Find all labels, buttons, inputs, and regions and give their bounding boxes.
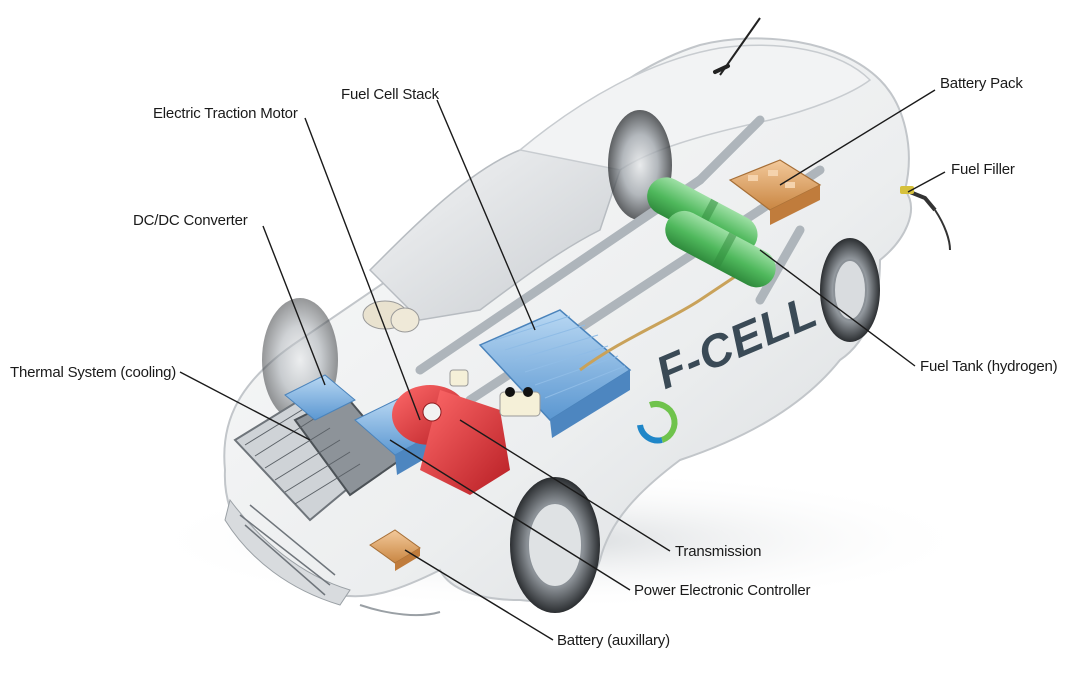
aux-battery xyxy=(369,529,421,571)
fuel-filler-nozzle xyxy=(900,186,951,251)
label-transmission: Transmission xyxy=(675,543,762,560)
label-electric-traction-motor: Electric Traction Motor xyxy=(153,105,298,122)
antenna-base xyxy=(713,64,730,74)
label-battery-auxiliary: Battery (auxillary) xyxy=(557,632,670,649)
label-battery-pack: Battery Pack xyxy=(940,75,1023,92)
label-thermal-system: Thermal System (cooling) xyxy=(10,364,177,381)
label-fuel-cell-stack: Fuel Cell Stack xyxy=(341,86,439,103)
leader-lines xyxy=(179,89,946,641)
hydrogen-tanks xyxy=(647,177,776,288)
roof xyxy=(518,44,872,171)
label-fuel-tank: Fuel Tank (hydrogen) xyxy=(920,358,1058,375)
hydrogen-line xyxy=(579,258,761,372)
label-fuel-filler: Fuel Filler xyxy=(951,161,1015,178)
front-grille xyxy=(224,498,441,617)
rear-right-rim xyxy=(833,259,867,321)
f-cell-badge-ring xyxy=(637,401,678,444)
front-right-rim xyxy=(527,502,583,588)
engine-bay-parts xyxy=(362,300,541,417)
label-dc-dc-converter: DC/DC Converter xyxy=(133,212,248,229)
fuel-cell-stack xyxy=(478,309,632,438)
traction-motor xyxy=(392,385,510,495)
label-power-electronic-controller: Power Electronic Controller xyxy=(634,582,811,599)
battery-pack xyxy=(728,159,822,225)
